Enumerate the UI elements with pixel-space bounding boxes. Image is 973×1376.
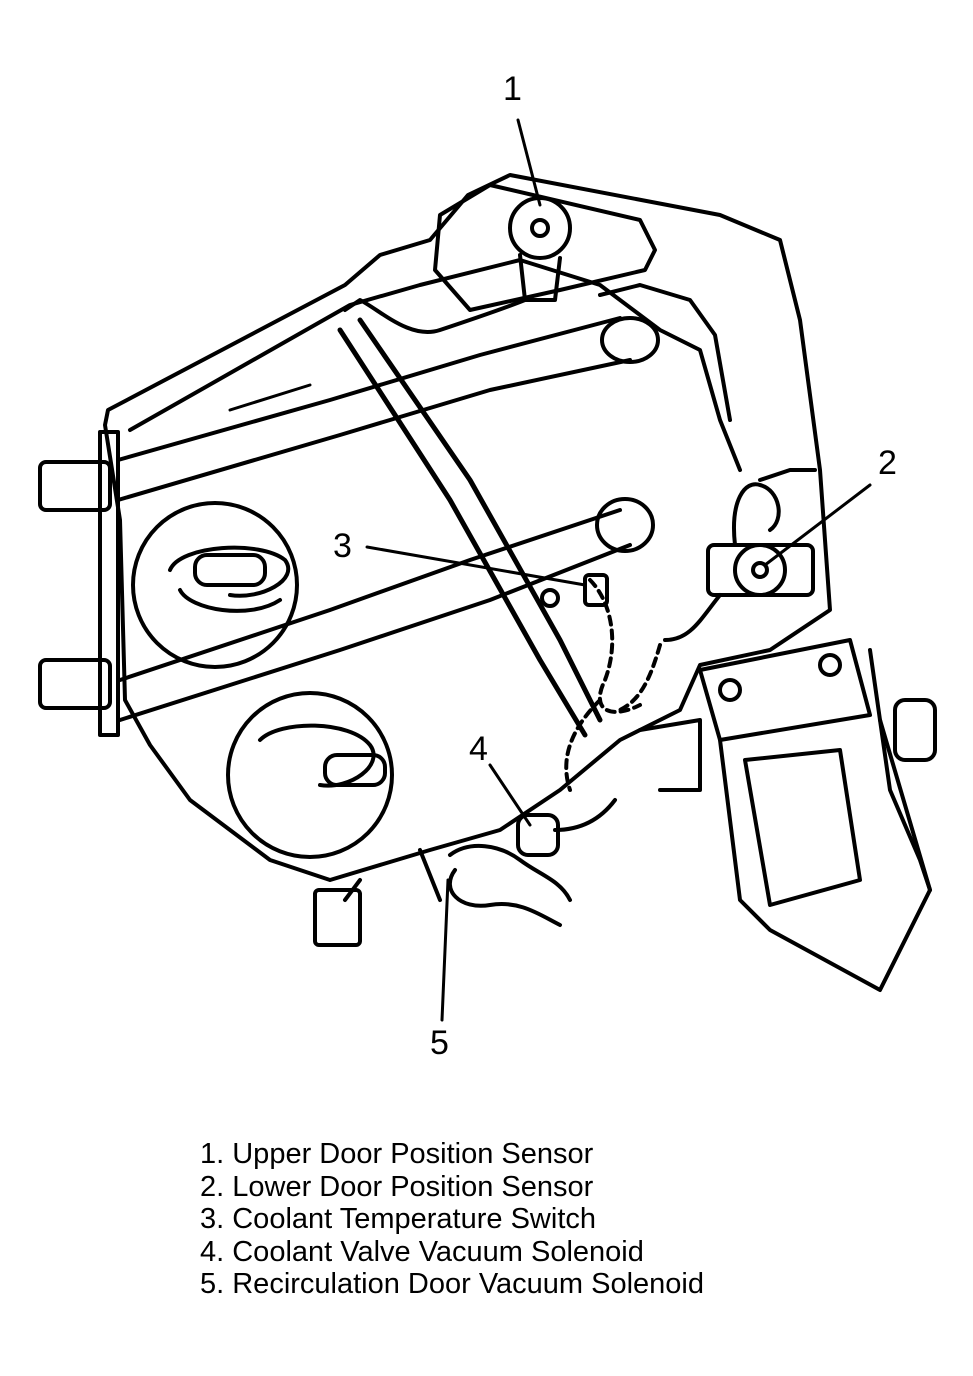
leader-line-2 bbox=[763, 483, 872, 567]
leader-line-3 bbox=[365, 545, 587, 587]
heater-case-housing bbox=[103, 173, 832, 882]
leader-line-1 bbox=[516, 118, 542, 207]
recirculation-door-assembly bbox=[638, 638, 937, 992]
legend-item-4: 4. Coolant Valve Vacuum Solenoid bbox=[200, 1235, 644, 1268]
callout-number-2: 2 bbox=[878, 444, 897, 482]
callout-number-4: 4 bbox=[469, 730, 488, 768]
coolant-temperature-switch-drawing bbox=[540, 573, 609, 608]
legend-item-2: 2. Lower Door Position Sensor bbox=[200, 1170, 594, 1203]
callout-leaders bbox=[365, 118, 872, 1022]
vacuum-solenoids-drawing bbox=[313, 798, 617, 947]
legend-item-1: 1. Upper Door Position Sensor bbox=[200, 1138, 594, 1170]
lower-vent-opening bbox=[226, 691, 394, 859]
legend-item-3: 3. Coolant Temperature Switch bbox=[200, 1203, 597, 1235]
legend-item-5: 5. Recirculation Door Vacuum Solenoid bbox=[200, 1268, 705, 1300]
wiring-harness bbox=[564, 578, 662, 792]
callout-number-1: 1 bbox=[503, 70, 522, 108]
core-support-rods bbox=[337, 317, 603, 738]
callout-number-3: 3 bbox=[333, 527, 352, 565]
leader-line-5 bbox=[440, 878, 450, 1022]
parts-legend: 1. Upper Door Position Sensor 2. Lower D… bbox=[200, 1138, 704, 1301]
upper-vent-opening bbox=[131, 501, 299, 669]
heater-case-illustration bbox=[38, 118, 937, 1022]
leader-line-4 bbox=[488, 763, 532, 827]
upper-heater-tube bbox=[116, 316, 660, 502]
lower-door-position-sensor-drawing bbox=[663, 482, 815, 642]
callout-number-5: 5 bbox=[430, 1024, 449, 1062]
heater-core-pipes bbox=[38, 430, 120, 737]
middle-heater-tube bbox=[118, 497, 655, 722]
upper-door-position-sensor-drawing bbox=[343, 183, 657, 334]
